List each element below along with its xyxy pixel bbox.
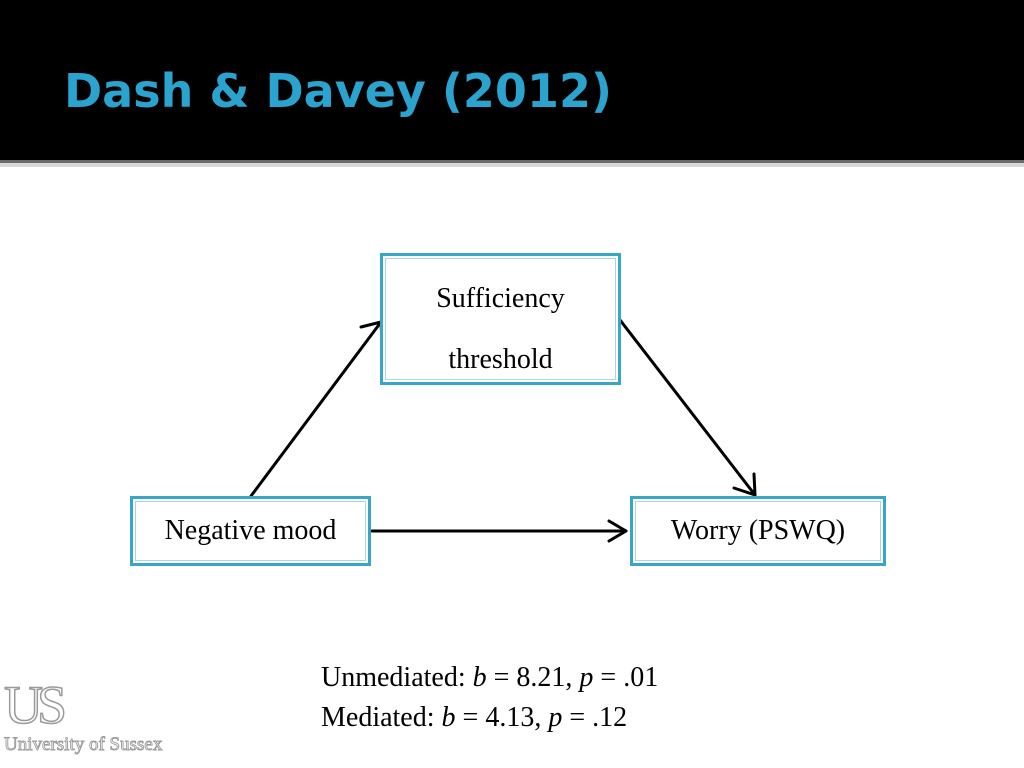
logo-name: University of Sussex bbox=[4, 734, 163, 756]
mediated-b-value: = 4.13, bbox=[455, 702, 549, 733]
unmediated-b-symbol: b bbox=[472, 662, 487, 693]
arrow-sufficiency-to-worry bbox=[618, 318, 757, 497]
unmediated-p-symbol: p bbox=[579, 662, 594, 693]
unmediated-p-value: = .01 bbox=[593, 662, 659, 693]
mediated-p-symbol: p bbox=[548, 702, 563, 733]
stats-unmediated: Unmediated: b = 8.21, p = .01 bbox=[321, 658, 658, 698]
node-negative-mood: Negative mood bbox=[130, 496, 371, 566]
slide-title: Dash & Davey (2012) bbox=[64, 64, 612, 118]
title-divider-light bbox=[0, 163, 1024, 167]
stats-mediated: Mediated: b = 4.13, p = .12 bbox=[321, 698, 658, 738]
arrow-negative-to-worry bbox=[370, 519, 628, 543]
title-bar: Dash & Davey (2012) bbox=[0, 0, 1024, 160]
unmediated-prefix: Unmediated: bbox=[321, 662, 473, 693]
node-worry-pswq: Worry (PSWQ) bbox=[630, 496, 886, 566]
node-sufficiency-line1: Sufficiency bbox=[436, 283, 565, 314]
mediation-stats: Unmediated: b = 8.21, p = .01 Mediated: … bbox=[321, 658, 658, 738]
mediated-p-value: = .12 bbox=[562, 702, 628, 733]
title-divider-dark bbox=[0, 160, 1024, 163]
logo-mark: US bbox=[3, 675, 68, 735]
mediated-b-symbol: b bbox=[441, 702, 456, 733]
mediated-prefix: Mediated: bbox=[321, 702, 442, 733]
unmediated-b-value: = 8.21, bbox=[486, 662, 580, 693]
node-sufficiency-line2: threshold bbox=[448, 344, 553, 375]
university-logo: US University of Sussex bbox=[3, 675, 194, 760]
arrow-negative-to-sufficiency bbox=[249, 320, 384, 498]
node-negative-label: Negative mood bbox=[164, 515, 337, 546]
node-sufficiency-threshold: Sufficiency threshold bbox=[380, 253, 621, 385]
node-worry-label: Worry (PSWQ) bbox=[670, 515, 846, 546]
